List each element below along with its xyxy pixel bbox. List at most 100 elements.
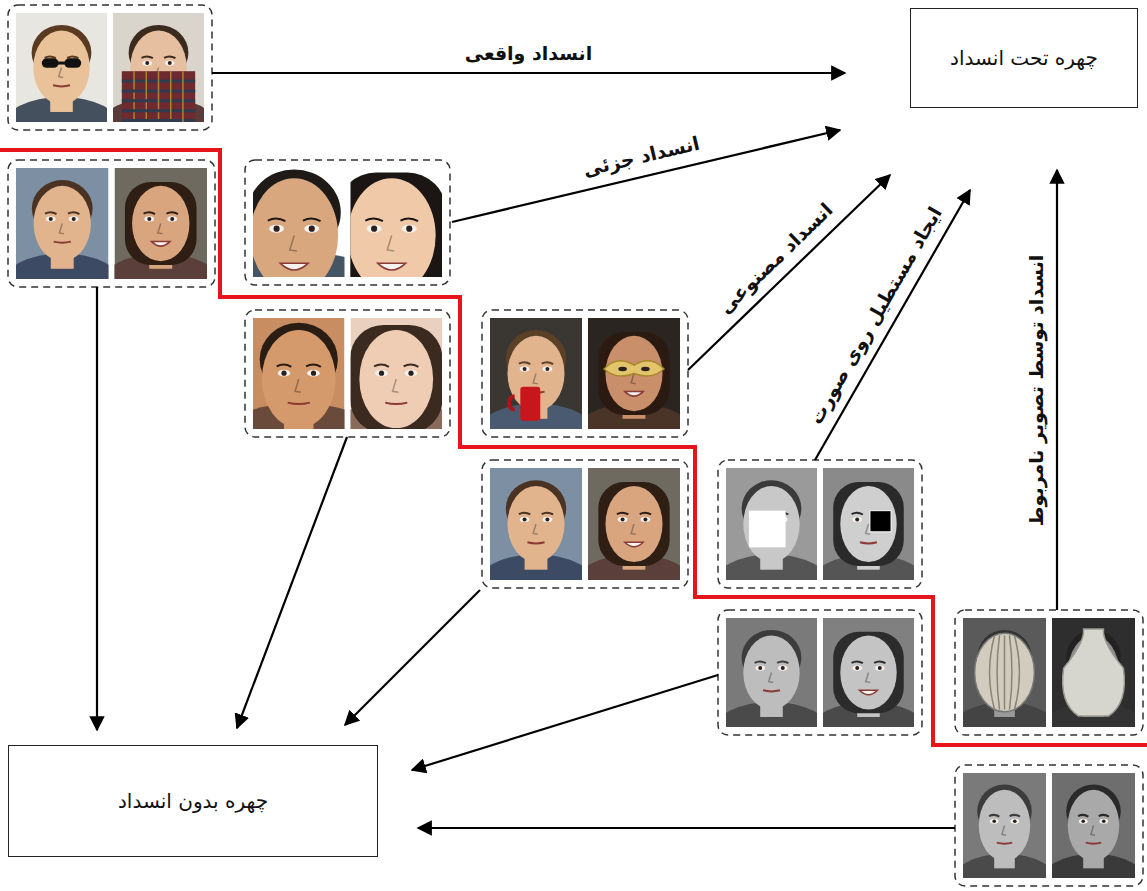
face-photo-part [855, 666, 859, 670]
face-photo [115, 168, 208, 279]
face-photo-part [367, 225, 382, 233]
face-photo-part [145, 61, 149, 65]
face-photo-part [144, 216, 154, 221]
face-photo-part [49, 217, 53, 221]
face-photo-part [758, 666, 762, 670]
face-photo-part [852, 517, 862, 522]
face-photo-part [1091, 826, 1095, 836]
face-photo-part [309, 226, 315, 232]
face-photo-part [1014, 635, 1019, 709]
face-photo-part [533, 374, 538, 384]
face-photo-part [304, 225, 319, 233]
arrow [412, 675, 718, 770]
face-photo-part [142, 56, 153, 58]
face-photo-part [542, 362, 553, 364]
face-photo [490, 318, 582, 429]
face-photo [253, 318, 345, 429]
face-photo-part [166, 212, 177, 214]
separator-line [0, 150, 1147, 745]
face-photo-part [507, 486, 564, 562]
face-photo-part [520, 517, 530, 522]
face-photo-part [122, 71, 195, 122]
face-photo-part [365, 218, 383, 221]
image-pair [950, 610, 1147, 763]
face-photo-part [53, 85, 70, 86]
face-photo [351, 168, 443, 277]
face-photo-part [58, 62, 65, 65]
face-photo-part [519, 362, 530, 364]
face-photo-part [997, 635, 999, 709]
face-photo-part [152, 242, 170, 247]
face-photo-part [625, 392, 643, 397]
face-photo-part [303, 218, 321, 221]
face-photo [823, 618, 914, 727]
face-photo-part [406, 226, 412, 232]
face-photo [823, 468, 914, 580]
face-photo-part [1099, 815, 1109, 817]
face-photo-part [631, 524, 636, 534]
face-photo-part [64, 58, 81, 68]
face-photo-part [1081, 819, 1085, 823]
face-photo-part [1078, 815, 1088, 817]
face-photo-part [866, 673, 871, 683]
face-photo-part [852, 665, 862, 670]
image-pair [950, 765, 1147, 891]
face-photo-part [351, 178, 436, 277]
face-photo-part [852, 661, 863, 663]
face-photo-part [281, 371, 286, 376]
face-photo-part [167, 216, 177, 221]
face-photo-part [855, 517, 859, 521]
face-photo-part [268, 218, 286, 221]
face-photo-part [133, 71, 135, 122]
face-photo-part [833, 632, 904, 714]
face-photo [16, 13, 107, 122]
arrow [815, 190, 970, 460]
face-photo-part [262, 330, 336, 428]
face-photo-part [618, 517, 628, 522]
face-photo-part [274, 226, 280, 232]
face-photo-part [269, 225, 284, 233]
face-photo [490, 468, 582, 580]
face-photo-part [165, 60, 175, 65]
face-photo-part [1102, 819, 1106, 823]
face-photo-part [833, 482, 904, 566]
face-photo-part [351, 325, 443, 429]
face-photo-part [280, 263, 308, 270]
face-photo-part [1079, 819, 1088, 824]
face-photo-part [33, 30, 89, 104]
face-photo-part [1063, 629, 1125, 716]
arrow-label: انسداد جزئی [578, 131, 705, 182]
face-photo-part [72, 217, 76, 221]
face-photo-part [743, 486, 799, 562]
face-photo-part [371, 226, 377, 232]
face-photo-part [878, 666, 882, 670]
arrow [237, 437, 347, 728]
face-photo [588, 318, 680, 429]
face-photo-part [54, 242, 71, 243]
face-photo-part [404, 364, 419, 366]
arrow [1056, 170, 1058, 610]
arrow-label: ایجاد مستطیل روی صورت [802, 200, 948, 430]
face-photo-part [1010, 819, 1019, 824]
face-photo [16, 168, 109, 279]
face-photo-part [132, 186, 189, 261]
face-photo [726, 468, 817, 580]
face-photo-part [142, 60, 152, 65]
face-photo-part [122, 119, 195, 122]
face-photo-part [290, 236, 297, 252]
face-photo-part [405, 370, 418, 377]
text-box: چهره تحت انسداد [910, 8, 1138, 108]
face-photo-part [542, 513, 553, 515]
face-photo-part [618, 367, 627, 372]
arrow [96, 287, 98, 730]
face-photo-part [288, 403, 310, 404]
face-photo [588, 468, 680, 580]
face-photo-part [375, 370, 388, 377]
face-photo-part [144, 212, 155, 214]
face-photo-part [42, 58, 59, 68]
face-photo-part [170, 217, 174, 221]
face-photo-part [1068, 790, 1119, 861]
face-photo-part [46, 216, 56, 221]
face-photo-part [545, 367, 549, 371]
face-photo-part [147, 217, 151, 221]
